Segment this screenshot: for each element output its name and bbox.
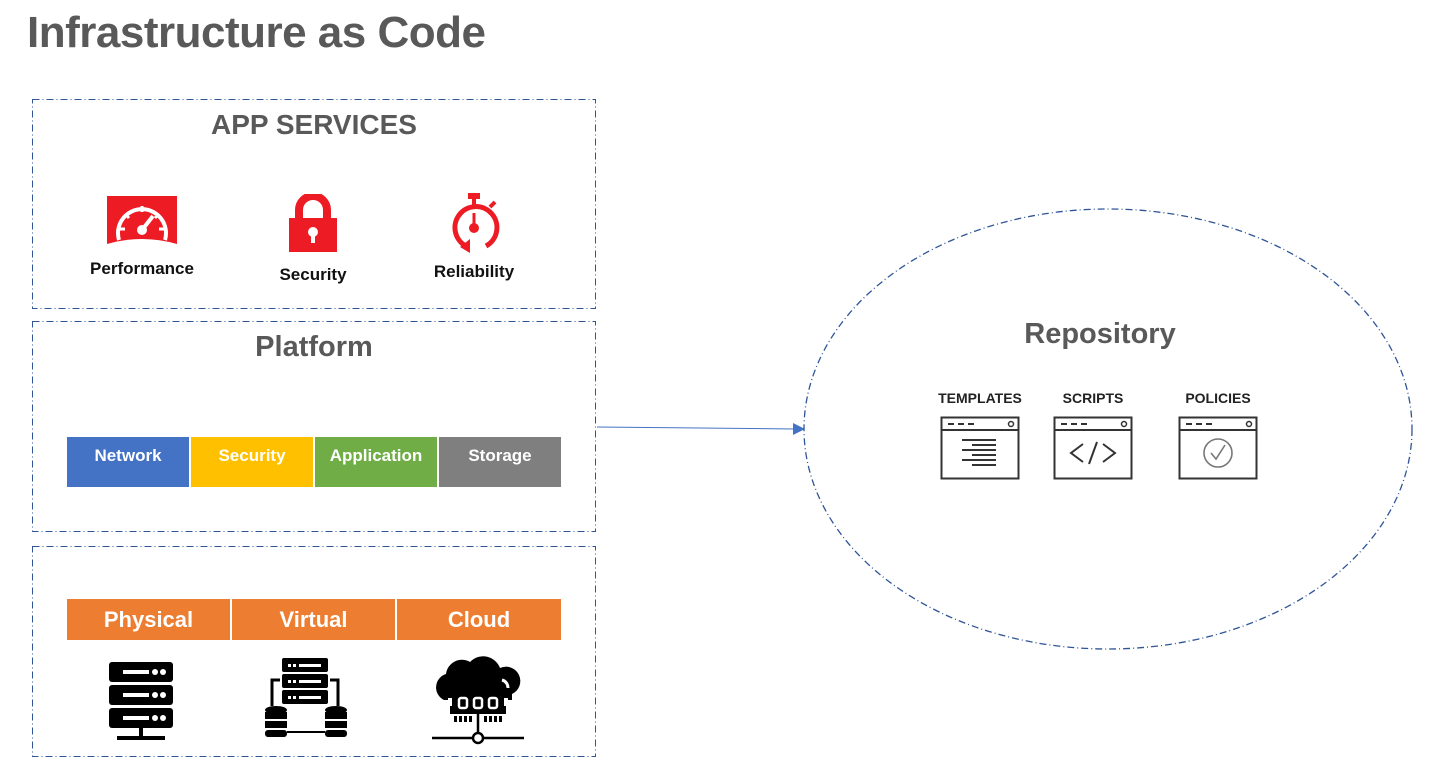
repository-ellipse (803, 208, 1413, 650)
template-window-icon (940, 416, 1020, 480)
service-performance: Performance (72, 194, 212, 279)
panel-border (32, 99, 596, 309)
platform-block-storage: Storage (439, 437, 561, 487)
page-title: Infrastructure as Code (27, 8, 486, 57)
repo-item-label: POLICIES (1185, 390, 1251, 406)
virtual-server-icon (265, 658, 347, 737)
platform-title: Platform (255, 331, 373, 363)
platform-panel: Platform Network Security Application St… (32, 321, 596, 532)
platform-blocks: Network Security Application Storage (67, 437, 561, 487)
infrastructure-blocks: Physical Virtual Cloud (67, 599, 561, 640)
repository-title: Repository (1024, 318, 1176, 350)
platform-block-security: Security (191, 437, 313, 487)
infrastructure-panel: Physical Virtual Cloud (32, 546, 596, 757)
panel-border (32, 321, 596, 532)
service-label: Performance (90, 259, 194, 278)
panel-border (32, 546, 596, 757)
service-security: Security (243, 192, 383, 285)
arrow-head-icon (793, 423, 805, 435)
app-services-panel: APP SERVICES Performance Security (32, 99, 596, 309)
app-services-title: APP SERVICES (211, 109, 417, 140)
service-reliability: Reliability (404, 191, 544, 282)
repo-item-label: TEMPLATES (938, 390, 1022, 406)
repo-item-scripts: SCRIPTS (1033, 390, 1153, 480)
repo-item-templates: TEMPLATES (920, 390, 1040, 480)
infra-block-virtual: Virtual (232, 599, 395, 640)
speedometer-icon (107, 196, 177, 244)
policy-window-icon (1178, 416, 1258, 480)
code-window-icon (1053, 416, 1133, 480)
platform-block-application: Application (315, 437, 437, 487)
infra-block-physical: Physical (67, 599, 230, 640)
connector-line (596, 426, 795, 430)
repo-item-label: SCRIPTS (1062, 390, 1124, 406)
padlock-icon (289, 192, 337, 252)
platform-block-network: Network (67, 437, 189, 487)
cloud-server-icon (432, 656, 524, 745)
service-label: Reliability (433, 262, 515, 281)
repo-item-policies: POLICIES (1158, 390, 1278, 480)
service-label: Security (279, 265, 347, 284)
infra-block-cloud: Cloud (397, 599, 561, 640)
server-rack-icon (109, 662, 173, 740)
stopwatch-icon (452, 193, 500, 253)
